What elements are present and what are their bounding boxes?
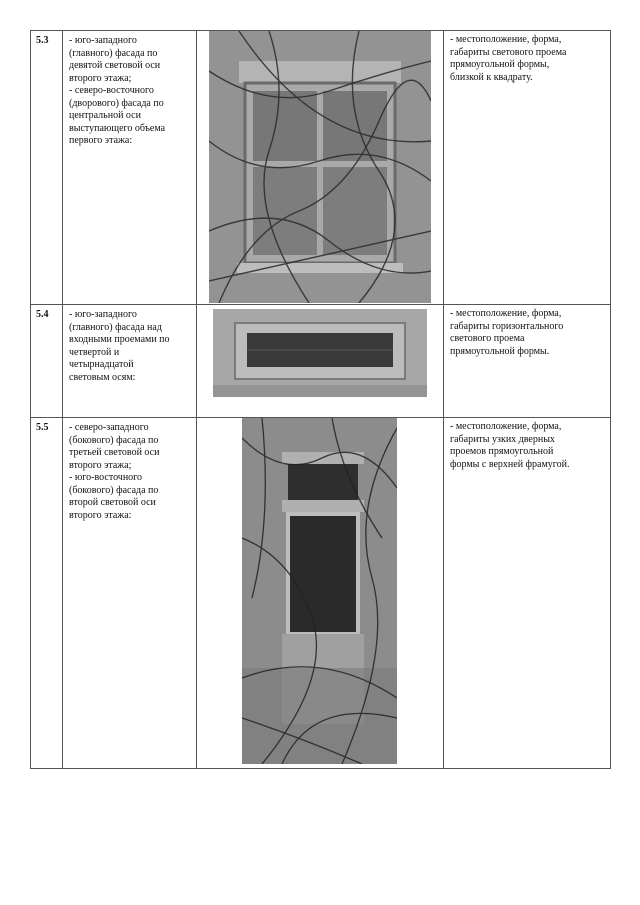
window-square-photo [209, 31, 431, 303]
description-cell: - юго-западного (главного) фасада по дев… [62, 30, 197, 305]
door-with-transom-photo [242, 418, 397, 764]
table-row: 5.3 - юго-западного (главного) фасада по… [30, 30, 611, 305]
photo-cell [196, 30, 444, 305]
row-number-cell: 5.3 [30, 30, 63, 305]
attribute-cell: - местоположение, форма, габариты узких … [443, 417, 611, 769]
attribute-cell: - местоположение, форма, габариты светов… [443, 30, 611, 305]
row-number-cell: 5.5 [30, 417, 63, 769]
row-number-cell: 5.4 [30, 304, 63, 418]
table-row: 5.5 - северо-западного (бокового) фасада… [30, 417, 611, 769]
document-table: 5.3 - юго-западного (главного) фасада по… [30, 30, 611, 769]
row-description: - юго-западного (главного) фасада над вх… [69, 309, 170, 383]
description-cell: - юго-западного (главного) фасада над вх… [62, 304, 197, 418]
row-attribute: - местоположение, форма, габариты узких … [450, 421, 570, 470]
window-horizontal-photo [213, 309, 427, 397]
photo-cell [196, 304, 444, 418]
description-cell: - северо-западного (бокового) фасада по … [62, 417, 197, 769]
row-number: 5.3 [36, 35, 49, 46]
table-row: 5.4 - юго-западного (главного) фасада на… [30, 304, 611, 418]
row-attribute: - местоположение, форма, габариты светов… [450, 34, 567, 83]
row-description: - юго-западного (главного) фасада по дев… [69, 35, 166, 146]
row-number: 5.4 [36, 309, 49, 320]
row-description: - северо-западного (бокового) фасада по … [69, 422, 160, 521]
attribute-cell: - местоположение, форма, габариты горизо… [443, 304, 611, 418]
row-attribute: - местоположение, форма, габариты горизо… [450, 308, 564, 357]
photo-cell [196, 417, 444, 769]
row-number: 5.5 [36, 422, 49, 433]
